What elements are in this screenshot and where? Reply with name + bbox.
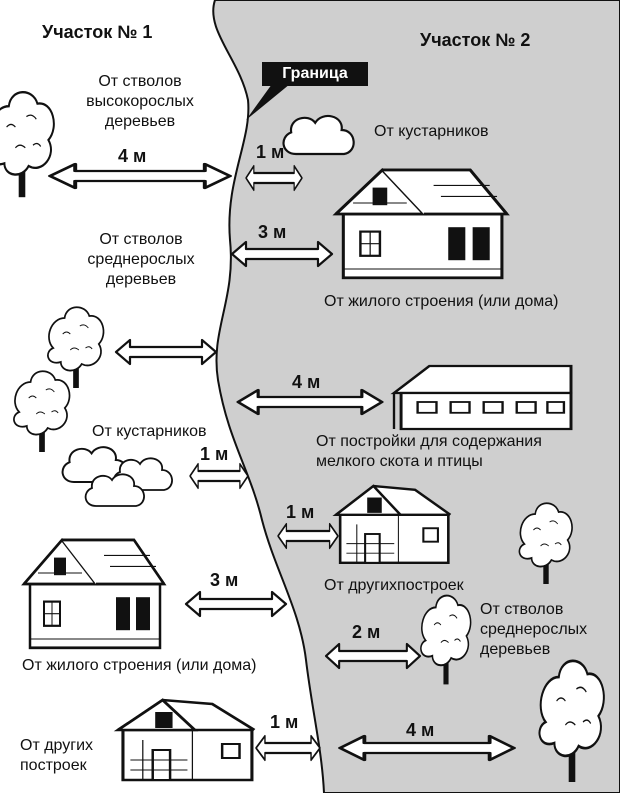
arrow-house-left — [184, 590, 288, 618]
distance-other-right: 1 м — [286, 502, 315, 522]
label-tall-trees: От стволов высокорослых деревьев — [86, 73, 194, 130]
tall-tree-icon — [0, 91, 56, 199]
livestock-building-icon — [392, 364, 573, 431]
label-house-left: От жилого строения (или дома) — [22, 657, 257, 674]
medium-tree-icon — [13, 370, 71, 453]
border-label: Граница — [262, 62, 368, 86]
outbuilding-icon — [116, 698, 256, 782]
arrow-medium-trees-left — [114, 338, 218, 366]
medium-tree-icon — [47, 306, 105, 389]
distance-house-left: 3 м — [210, 570, 239, 590]
label-medium-trees-right: От стволов среднерослых деревьев — [480, 601, 588, 658]
label-other-right: От другихпостроек — [324, 577, 464, 594]
arrow-other-left — [254, 734, 322, 762]
distance-tall-trees-right: 4 м — [406, 720, 435, 740]
label-shrubs-right: От кустарников — [374, 123, 489, 140]
house-icon — [22, 538, 166, 650]
arrow-tall-trees — [48, 162, 232, 190]
border-pointer — [246, 84, 290, 120]
distance-livestock: 4 м — [292, 372, 321, 392]
label-livestock: От постройки для содержания мелкого скот… — [316, 433, 542, 470]
label-medium-trees-left: От стволов среднерослых деревьев — [87, 231, 195, 288]
distance-tall-trees: 4 м — [118, 146, 147, 166]
distance-medium-trees-right: 2 м — [352, 622, 381, 642]
label-other-left: От других построек — [20, 737, 94, 774]
plot1-title: Участок № 1 — [42, 22, 153, 42]
label-house-right: От жилого строения (или дома) — [324, 293, 559, 310]
distance-other-left: 1 м — [270, 712, 299, 732]
label-shrubs-left: От кустарников — [92, 423, 207, 440]
distance-shrubs-right: 1 м — [256, 142, 285, 162]
arrow-shrubs-left — [188, 462, 250, 490]
plot2-title: Участок № 2 — [420, 30, 531, 50]
distance-house-right: 3 м — [258, 222, 287, 242]
distance-shrubs-left: 1 м — [200, 444, 229, 464]
